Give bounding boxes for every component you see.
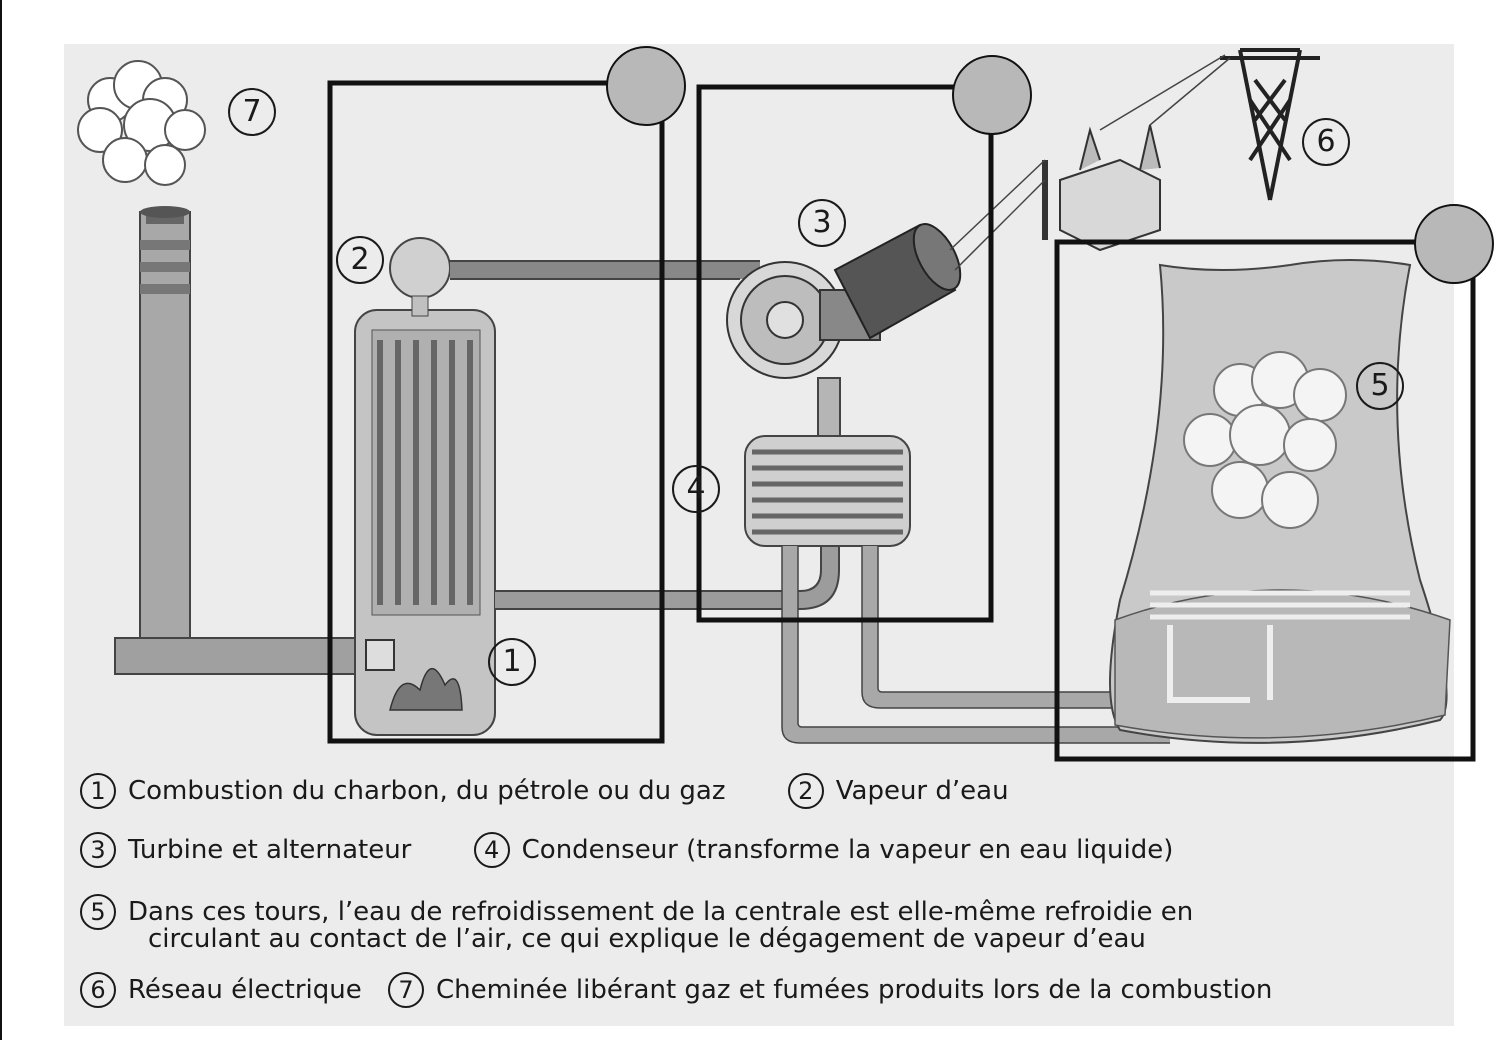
marker-tower: [1414, 204, 1494, 284]
callout-2: 2: [336, 236, 384, 284]
legend-number-6: 6: [80, 972, 116, 1008]
legend-number-4: 4: [473, 832, 510, 868]
electric-pylon-icon: [1220, 48, 1320, 201]
steam-cloud: [1183, 351, 1347, 529]
legend-text-4: Condenseur (transforme la vapeur en eau …: [521, 835, 1174, 865]
answer-markers: [606, 46, 1494, 284]
legend-row-6: 6 Réseau électrique 7 Cheminée libérant ga…: [80, 972, 1272, 1008]
legend-text-2: Vapeur d’eau: [835, 776, 1009, 806]
highlight-box-turbine: [696, 84, 994, 623]
highlight-boxes: [327, 80, 1476, 762]
legend-text-1: Combustion du charbon, du pétrole ou du …: [128, 776, 726, 806]
legend-text-3: Turbine et alternateur: [128, 835, 412, 865]
boiler: [354, 237, 496, 736]
legend-row-2: 3 Turbine et alternateur 4 Condenseur (tra…: [80, 832, 1173, 868]
legend-number-1: 1: [80, 773, 116, 809]
cooling-tower: [1109, 259, 1451, 744]
callout-6: 6: [1302, 118, 1350, 166]
condenser: [744, 435, 911, 547]
legend-row-1: 1 Combustion du charbon, du pétrole ou du…: [80, 773, 1009, 809]
alternator: [833, 223, 962, 340]
callout-3: 3: [798, 199, 846, 247]
legend-text-5a: Dans ces tours, l’eau de refroidissement…: [128, 897, 1194, 927]
marker-turbine: [952, 55, 1032, 135]
callout-5: 5: [1356, 362, 1404, 410]
chimney: [139, 206, 191, 643]
legend-text-5b: circulant au contact de l’air, ce qui ex…: [148, 924, 1146, 954]
turbine: [726, 261, 881, 379]
transformer: [1042, 124, 1161, 252]
smoke-cloud: [77, 60, 206, 186]
highlight-box-tower: [1054, 239, 1476, 762]
legend-row-5: 5 Dans ces tours, l’eau de refroidissemen…: [80, 894, 1193, 930]
callout-4: 4: [672, 465, 720, 513]
highlight-box-boiler: [327, 80, 665, 744]
legend-number-7: 7: [387, 972, 424, 1008]
legend-number-2: 2: [787, 773, 824, 809]
power-lines: [949, 54, 1231, 271]
legend-number-3: 3: [80, 832, 116, 868]
legend-text-6: Réseau électrique: [128, 975, 362, 1005]
legend-number-5: 5: [80, 894, 116, 930]
legend-text-7: Cheminée libérant gaz et fumées produits…: [435, 975, 1273, 1005]
callout-7: 7: [228, 88, 276, 136]
marker-boiler: [606, 46, 686, 126]
left-border-rule: [0, 0, 2, 1040]
flame-icon: [389, 668, 463, 711]
cooling-pipes: [782, 546, 1170, 743]
callout-1: 1: [488, 638, 536, 686]
